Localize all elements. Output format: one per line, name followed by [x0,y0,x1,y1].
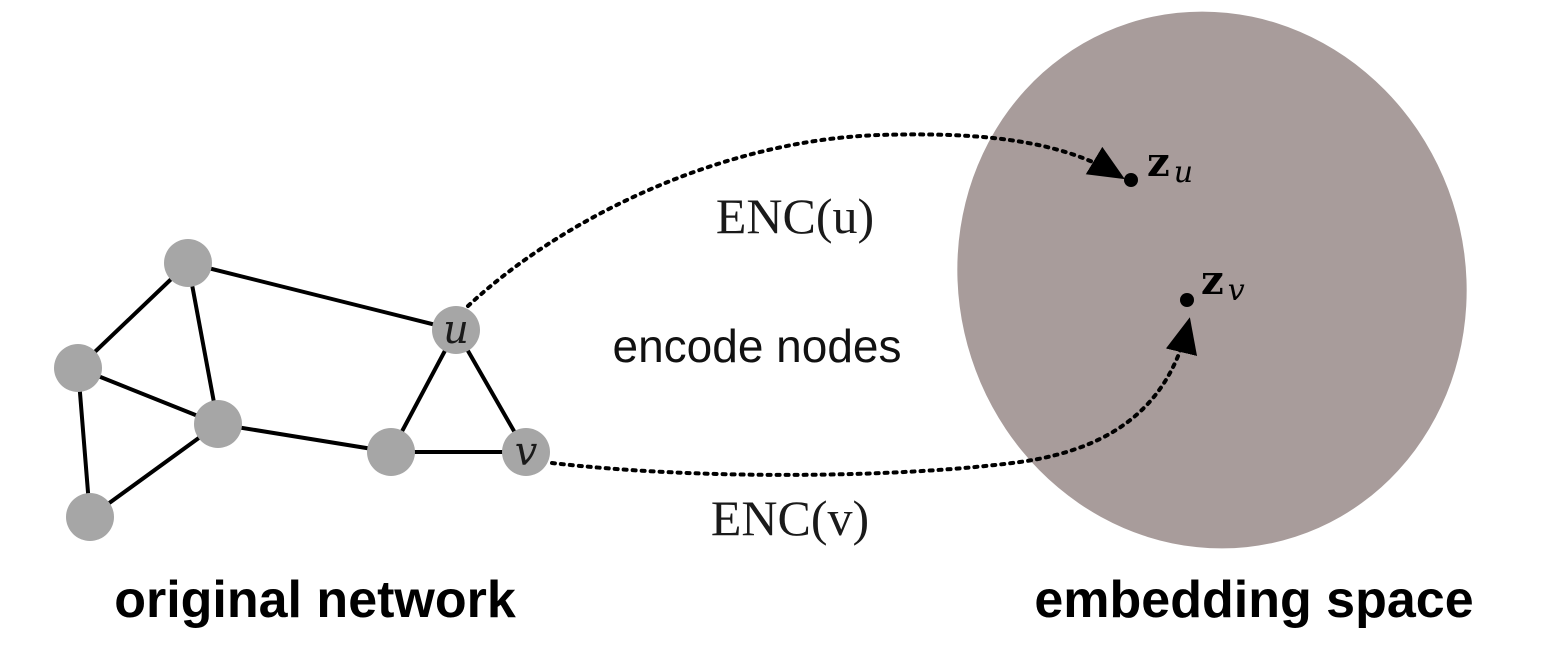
network-edges [76,261,528,519]
network-node-d [66,493,114,541]
edge-c-d [88,422,220,519]
network-node-u [432,306,480,354]
encode-arrow-u [466,132,1125,308]
embedding-point-zu [1124,173,1138,187]
edge-a-c [186,261,220,426]
network-node-v [502,428,550,476]
embedding-label-zv: z v [1201,257,1245,308]
node-label-v: v [515,429,538,475]
embedding-space-region [957,11,1467,549]
network-node-b [54,344,102,392]
network-node-a [164,239,212,287]
edge-a-b [76,261,190,370]
edge-b-d [76,366,92,519]
embedding-space-caption: embedding space [1034,571,1473,629]
enc-u-label: ENC(u) [716,188,874,244]
edge-a-u [186,261,458,332]
network-node-e [367,428,415,476]
encode-nodes-label: encode nodes [612,320,901,372]
network-nodes: u v [54,239,550,541]
edge-c-e [216,422,393,454]
network-node-c [194,400,242,448]
encode-arrow-v [550,317,1198,477]
enc-v-label: ENC(v) [711,490,869,546]
original-network-caption: original network [114,571,516,629]
node-label-u: u [443,307,469,353]
embedding-label-zu: z u [1147,139,1193,190]
embedding-point-zv [1180,293,1194,307]
edge-b-c [76,366,220,426]
